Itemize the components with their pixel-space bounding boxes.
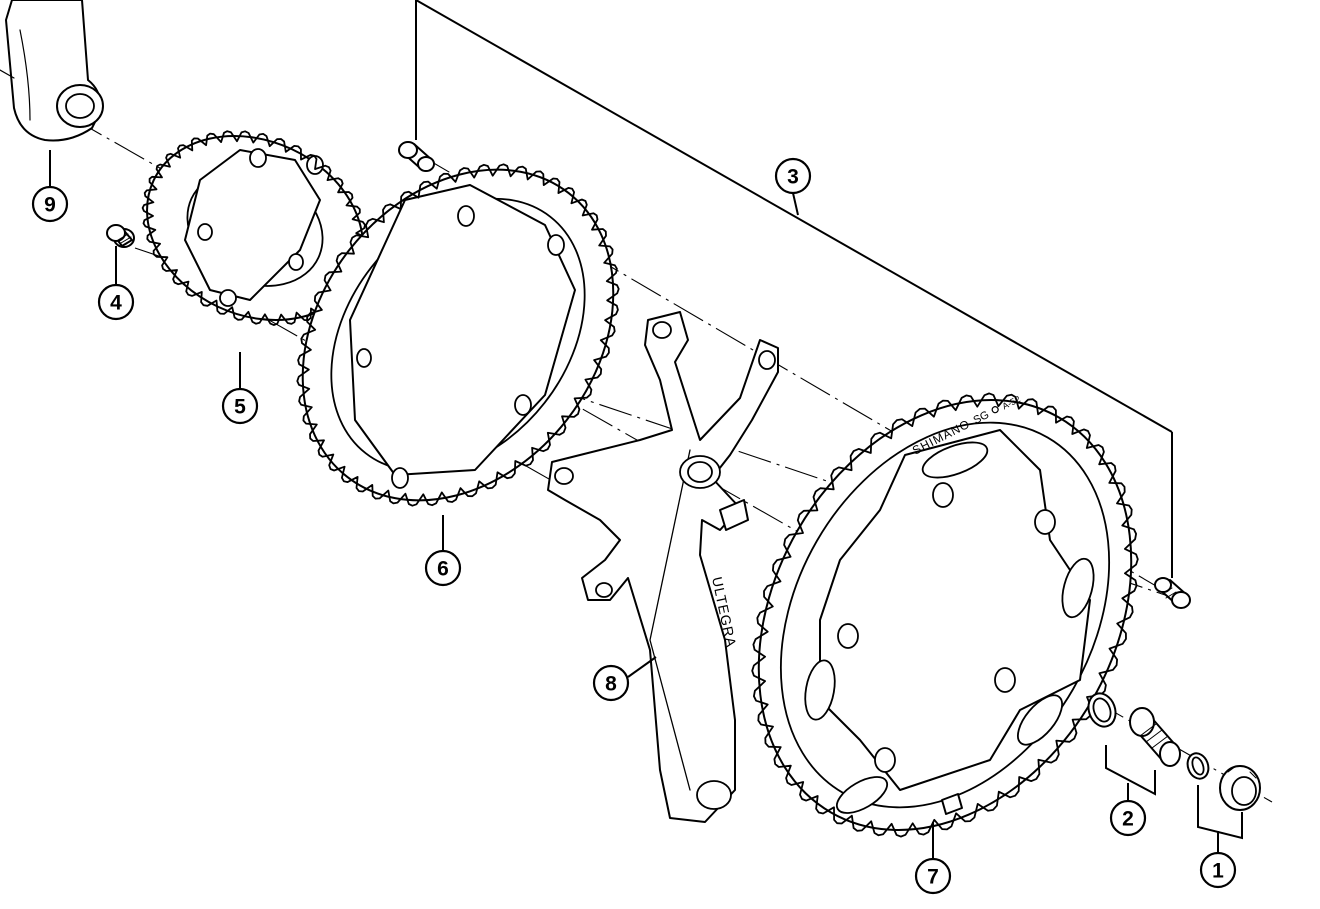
inner-chainring	[141, 130, 369, 326]
middle-chainring-teeth	[296, 163, 620, 507]
callout-3-label: 3	[787, 166, 799, 189]
outer-chainring: SHIMANO SG A-52	[751, 392, 1139, 838]
callout-1: 1	[1199, 851, 1237, 889]
callout-6: 6	[424, 549, 462, 587]
callout-4-label: 4	[110, 292, 122, 315]
callout-8: 8	[592, 664, 630, 702]
fixing-bolt-set	[1087, 692, 1181, 767]
callout-2: 2	[1109, 799, 1147, 837]
leader-lines	[49, 0, 1243, 858]
callout-6-label: 6	[437, 558, 449, 581]
inner-chainring-teeth	[141, 130, 369, 326]
callout-4: 4	[97, 283, 135, 321]
callout-7-label: 7	[927, 866, 939, 889]
right-crank-arm: ULTEGRA	[547, 311, 779, 823]
callout-5: 5	[221, 387, 259, 425]
middle-chainring	[296, 163, 620, 507]
chainring-pin-icon	[991, 406, 999, 414]
inner-chainring-spider-cutout	[184, 148, 324, 307]
outer-chainring-teeth	[751, 392, 1139, 838]
chainring-bolt-right	[1154, 577, 1191, 609]
callout-2-label: 2	[1122, 808, 1134, 831]
callout-9: 9	[31, 185, 69, 223]
callout-9-label: 9	[44, 194, 56, 217]
left-crank-arm	[0, 0, 104, 142]
crank-cap-set	[1186, 752, 1261, 811]
callout-3: 3	[774, 157, 812, 195]
chainring-bolt-small	[106, 224, 135, 248]
chainring-bolt-top	[398, 141, 435, 172]
callout-8-label: 8	[605, 673, 617, 696]
callout-1-label: 1	[1212, 860, 1224, 883]
callout-5-label: 5	[234, 396, 246, 419]
callout-7: 7	[914, 857, 952, 895]
